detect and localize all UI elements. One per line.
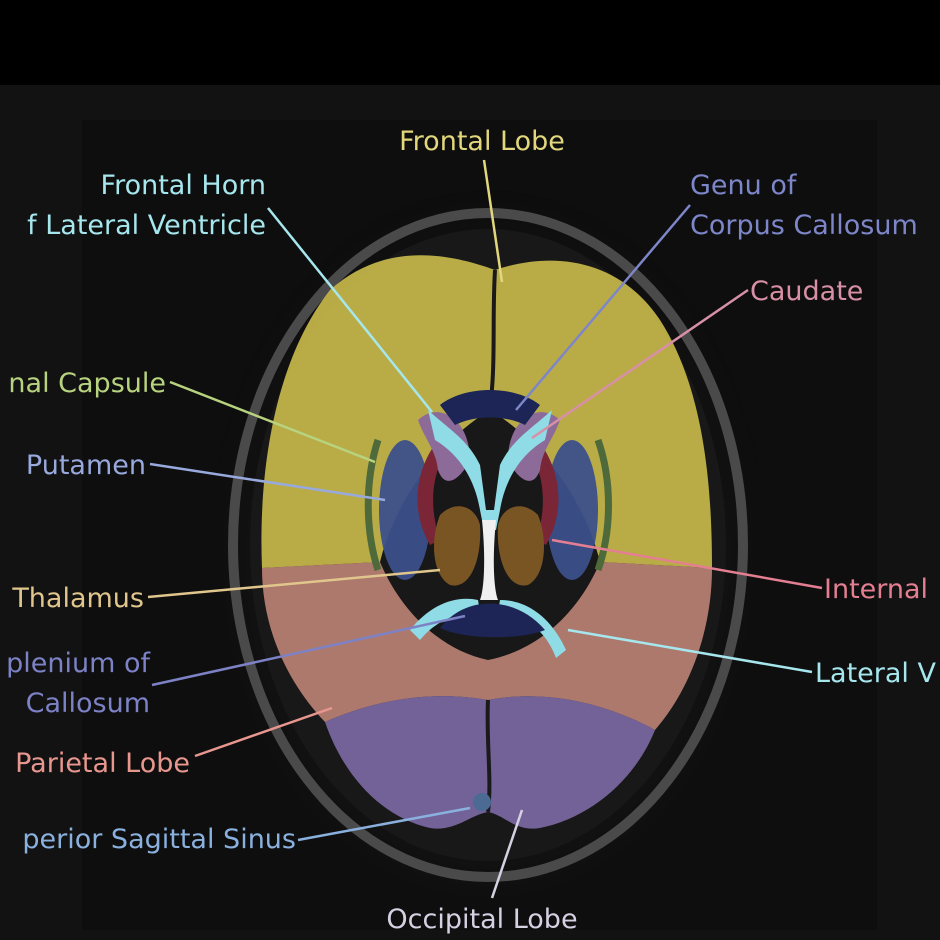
label-external-capsule: nal Capsule xyxy=(8,368,166,399)
label-internal-capsule: Internal xyxy=(824,574,928,605)
thalamus-region xyxy=(434,506,481,586)
ventricle-region xyxy=(428,410,552,530)
splenium-leader xyxy=(151,614,466,687)
frontal-lobe-leader xyxy=(482,159,504,283)
parietal-lobe-region xyxy=(262,562,712,730)
internal-capsule-leader xyxy=(551,538,823,590)
label-frontal-horn-line2: f Lateral Ventricle xyxy=(27,210,266,241)
label-putamen: Putamen xyxy=(26,450,146,481)
deep-structures xyxy=(364,390,612,811)
label-genu-line1: Genu of xyxy=(690,170,798,201)
caudate-leader xyxy=(531,288,749,440)
splenium-region xyxy=(440,603,545,638)
label-frontal-lobe: Frontal Lobe xyxy=(399,126,565,157)
label-parietal-lobe: Parietal Lobe xyxy=(15,748,190,779)
label-occipital-lobe: Occipital Lobe xyxy=(386,904,577,935)
occipital-lobe-leader xyxy=(490,809,524,899)
frontal-horn-leader xyxy=(267,207,433,413)
internal-capsule-region xyxy=(417,440,450,545)
label-superior-sagittal-sinus: perior Sagittal Sinus xyxy=(22,824,296,855)
lateral-ventricle-leader xyxy=(567,628,813,674)
sinus-leader xyxy=(297,806,471,842)
label-genu-line2: Corpus Callosum xyxy=(690,210,918,241)
label-splenium-line2: Callosum xyxy=(26,688,150,719)
thalamus-leader xyxy=(147,568,441,599)
label-thalamus: Thalamus xyxy=(11,583,144,614)
leader-lines xyxy=(147,159,823,899)
genu-region xyxy=(440,390,540,425)
putamen-leader xyxy=(149,462,386,502)
label-splenium-line1: plenium of xyxy=(6,648,151,679)
sinus-region xyxy=(473,793,491,811)
label-lateral-ventricle: Lateral V xyxy=(815,658,937,689)
parietal-lobe-leader xyxy=(194,706,333,758)
label-caudate: Caudate xyxy=(750,276,863,307)
caudate-region xyxy=(418,412,470,481)
label-frontal-horn-line1: Frontal Horn xyxy=(101,170,266,201)
external-capsule-leader xyxy=(169,380,376,464)
putamen-region xyxy=(379,440,431,580)
labels: Frontal Lobe Frontal Horn f Lateral Vent… xyxy=(6,126,936,935)
genu-leader xyxy=(515,204,691,411)
